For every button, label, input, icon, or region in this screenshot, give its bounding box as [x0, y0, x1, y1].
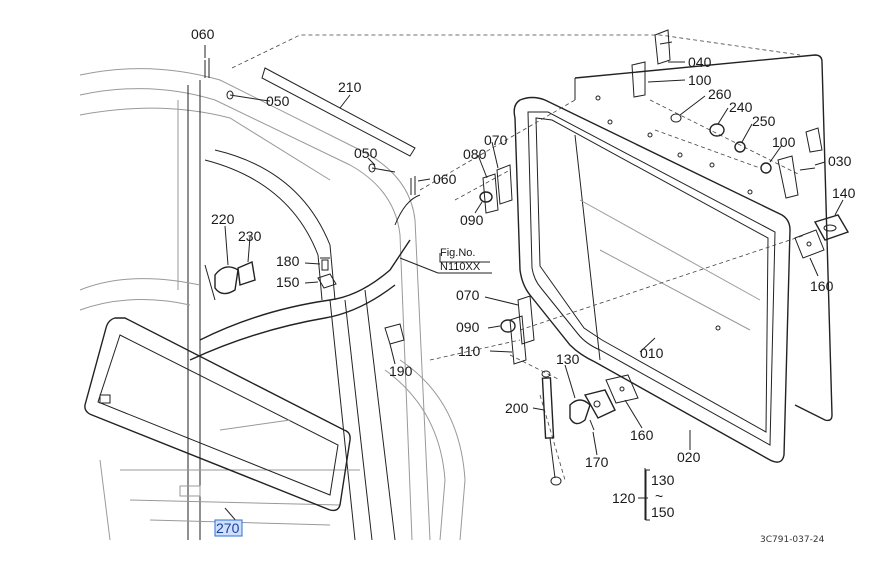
label-260[interactable]: 260 — [708, 86, 732, 102]
label-010[interactable]: 010 — [640, 345, 664, 361]
hinge-070b — [500, 295, 535, 365]
label-050a[interactable]: 050 — [266, 93, 290, 109]
label-160a[interactable]: 160 — [810, 278, 834, 294]
label-250[interactable]: 250 — [752, 113, 776, 129]
label-240[interactable]: 240 — [729, 99, 753, 115]
fig-number-callout: Fig.No. N110XX — [399, 247, 492, 274]
label-070a[interactable]: 070 — [484, 132, 508, 148]
bolt-050a — [226, 90, 263, 101]
cab-frame — [79, 68, 466, 541]
label-range-start-130[interactable]: 130 — [651, 472, 675, 488]
hinge-bracket-100b — [777, 127, 823, 199]
hinge-bracket-040 — [631, 29, 673, 98]
label-030[interactable]: 030 — [828, 153, 852, 169]
label-130[interactable]: 130 — [556, 351, 580, 367]
label-100a[interactable]: 100 — [688, 72, 712, 88]
label-170[interactable]: 170 — [585, 454, 609, 470]
label-040[interactable]: 040 — [688, 54, 712, 70]
label-210[interactable]: 210 — [338, 79, 362, 95]
label-050b[interactable]: 050 — [354, 145, 378, 161]
window-seal-020 — [513, 96, 791, 463]
label-range-end-150[interactable]: 150 — [651, 504, 675, 520]
label-140[interactable]: 140 — [832, 185, 856, 201]
glass-panel-010 — [574, 134, 761, 361]
bolt-050b — [368, 163, 396, 173]
front-glass-270 — [84, 317, 351, 512]
label-100b[interactable]: 100 — [772, 134, 796, 150]
label-020[interactable]: 020 — [677, 449, 701, 465]
label-270[interactable]: 270 — [216, 520, 240, 536]
label-060b[interactable]: 060 — [433, 171, 457, 187]
knob-220-230 — [204, 261, 256, 301]
latch-handle-130 — [569, 389, 616, 431]
label-160b[interactable]: 160 — [630, 427, 654, 443]
bolt-060b — [410, 176, 416, 195]
glass-mount-holes — [595, 95, 753, 331]
strip-210-part — [261, 67, 416, 157]
label-070b[interactable]: 070 — [456, 287, 480, 303]
gas-strut-200 — [541, 370, 562, 486]
hinge-070a — [479, 164, 513, 214]
label-090b[interactable]: 090 — [456, 319, 480, 335]
plate-160a — [794, 229, 825, 259]
fig-number: N110XX — [440, 261, 481, 273]
label-190[interactable]: 190 — [389, 363, 413, 379]
label-060a[interactable]: 060 — [191, 26, 215, 42]
range-tilde: ~ — [655, 488, 663, 504]
plate-160b — [605, 374, 639, 404]
label-180[interactable]: 180 — [276, 253, 300, 269]
label-150[interactable]: 150 — [276, 274, 300, 290]
label-110[interactable]: 110 — [458, 343, 481, 359]
part-labels: 060 050 210 050 060 040 100 260 240 250 … — [191, 26, 856, 537]
bolt-180-plate-150 — [317, 257, 337, 289]
label-080[interactable]: 080 — [463, 146, 487, 162]
grommets — [670, 113, 772, 174]
label-120[interactable]: 120 — [612, 490, 636, 506]
label-270-highlight — [214, 519, 243, 537]
label-220[interactable]: 220 — [211, 211, 235, 227]
label-230[interactable]: 230 — [238, 228, 262, 244]
latch-140 — [813, 214, 850, 241]
label-090a[interactable]: 090 — [460, 212, 484, 228]
label-200[interactable]: 200 — [505, 400, 529, 416]
label-leaders — [204, 45, 844, 524]
drawing-code: 3C791-037-24 — [760, 535, 825, 545]
bracket-190 — [384, 323, 405, 345]
fig-label: Fig.No. — [440, 247, 475, 259]
bolt-060a — [204, 58, 210, 78]
rear-window-glass — [574, 54, 833, 422]
